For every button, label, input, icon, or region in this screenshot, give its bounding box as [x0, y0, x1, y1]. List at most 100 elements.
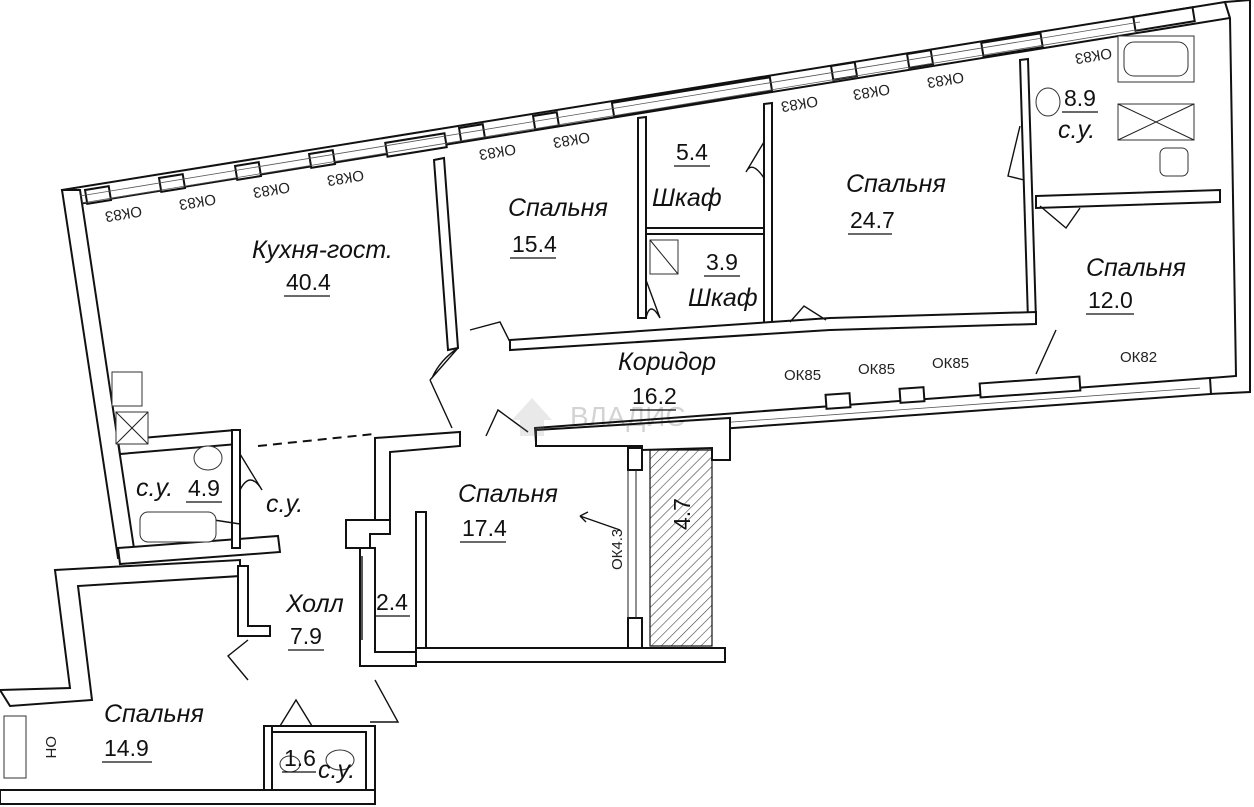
room-area-storage: 2.4	[376, 589, 408, 615]
room-area-bedroom2: 24.7	[850, 207, 895, 233]
window-tag-ok85: ОК85	[932, 355, 969, 372]
door-swing	[645, 279, 661, 319]
door-swing	[429, 379, 529, 437]
storage-walls	[345, 519, 417, 667]
sink-icon	[1035, 87, 1061, 117]
window-tags: ОК83 ОК83 ОК83 ОК83 ОК83 ОК83 ОК83 ОК83 …	[42, 44, 1157, 758]
door-swing	[239, 453, 263, 491]
bathtub-inner	[1123, 41, 1189, 77]
window-block	[1132, 6, 1196, 32]
room-labels: Кухня-гост. 40.4 Спальня 15.4 5.4 Шкаф 3…	[102, 85, 1186, 784]
toilet-icon	[1159, 147, 1189, 177]
doors	[213, 125, 1081, 727]
door-swing	[279, 698, 313, 727]
bedroom4-top-wall	[374, 430, 461, 521]
room-area-bath2: 4.9	[188, 475, 220, 501]
open-boundary-line	[257, 433, 375, 447]
room-name-bedroom2: Спальня	[846, 170, 946, 198]
loggia-hatch	[649, 449, 713, 647]
window-tag-ok83: ОК83	[178, 190, 217, 213]
hall-left-wall	[237, 565, 271, 637]
door-swing	[1039, 205, 1081, 230]
stove-icon	[111, 371, 143, 407]
bath1-bedroom3-wall	[1035, 188, 1221, 210]
door-swing	[227, 639, 249, 681]
sink-bath2-icon	[193, 445, 223, 471]
window-tag-ok83: ОК83	[326, 166, 365, 189]
door-swing	[1035, 329, 1057, 375]
window-tag-ok83: ОК83	[1074, 44, 1113, 67]
room-area-bedroom3: 12.0	[1088, 287, 1133, 313]
room-area-loggia: 4.7	[669, 498, 695, 530]
room-name-wc: с.у.	[318, 756, 355, 784]
window-tag-ok83: ОК83	[478, 140, 517, 163]
room-name-bath2: с.у.	[136, 474, 173, 502]
door-swing	[745, 141, 765, 179]
window-block	[898, 386, 926, 404]
room-name-corridor: Коридор	[618, 348, 716, 376]
door-swing	[370, 679, 400, 723]
shower-diagonal	[1117, 103, 1195, 141]
window-block	[157, 173, 187, 193]
window-block	[610, 76, 774, 118]
door-swing	[1007, 125, 1025, 181]
glazing-line	[79, 21, 1141, 197]
room-area-bedroom4: 17.4	[462, 515, 507, 541]
bath2-right-wall	[231, 429, 241, 549]
room-area-closet2: 3.9	[706, 249, 738, 275]
window-block	[905, 49, 935, 69]
bedroom4-left-wall	[415, 511, 427, 653]
room-name-hall: Холл	[285, 590, 344, 618]
kitchen-diagonal	[115, 411, 149, 445]
glazing-line	[81, 28, 1143, 204]
window-block	[824, 392, 852, 410]
room-name-bedroom4: Спальня	[458, 480, 558, 508]
shower-diagonal	[649, 239, 679, 275]
sink-wc-icon	[325, 749, 355, 771]
window-block	[978, 375, 1082, 399]
window-tag-on: ОН	[42, 736, 59, 759]
window-tag-ok85: ОК85	[784, 367, 821, 384]
corridor-top-wall	[509, 310, 1037, 352]
window-block	[829, 61, 859, 81]
door-swing	[469, 321, 511, 343]
door-swing	[213, 519, 241, 525]
bedroom1-closet-wall	[637, 115, 647, 319]
room-area-hall: 7.9	[290, 623, 322, 649]
room-name-bedroom5: Спальня	[104, 700, 204, 728]
arrow-icon	[579, 511, 621, 531]
left-lower-wall	[0, 558, 241, 708]
window-tag-ok85: ОК85	[858, 361, 895, 378]
bedroom4-right-wall-2	[627, 617, 643, 649]
window-block	[457, 123, 487, 143]
fixtures	[3, 35, 1195, 779]
room-name-kitchen: Кухня-гост.	[252, 236, 393, 264]
room-name-closet1: Шкаф	[652, 184, 722, 212]
window-on-block	[3, 715, 27, 779]
bedroom2-bedroom3-wall	[1018, 57, 1038, 321]
room-area-bedroom1: 15.4	[512, 231, 557, 257]
wc-left-wall	[263, 725, 273, 791]
door-swing	[789, 305, 827, 323]
room-name-bath2b: с.у.	[266, 490, 303, 518]
window-block	[83, 185, 113, 205]
room-area-kitchen: 40.4	[286, 269, 331, 295]
room-name-closet2: Шкаф	[688, 284, 758, 312]
window-tag-ok43: ОК4.3	[609, 529, 626, 570]
window-tag-ok83: ОК83	[780, 92, 819, 115]
room-name-bedroom3: Спальня	[1086, 254, 1186, 282]
bottom-wall	[0, 789, 376, 805]
window-block	[980, 32, 1044, 58]
bedroom4-bottom-wall	[415, 647, 726, 663]
room-name-bedroom1: Спальня	[508, 194, 608, 222]
room-area-corridor: 16.2	[632, 383, 677, 409]
door-swing	[429, 347, 459, 381]
closet-right-wall	[763, 101, 773, 326]
kitchen-bedroom1-wall	[432, 156, 460, 352]
window-tag-ok83: ОК83	[552, 128, 591, 151]
window-tag-ok83: ОК83	[926, 68, 965, 91]
window-block	[233, 161, 263, 181]
window-tag-ok82: ОК82	[1120, 349, 1157, 366]
window-block	[307, 149, 337, 169]
